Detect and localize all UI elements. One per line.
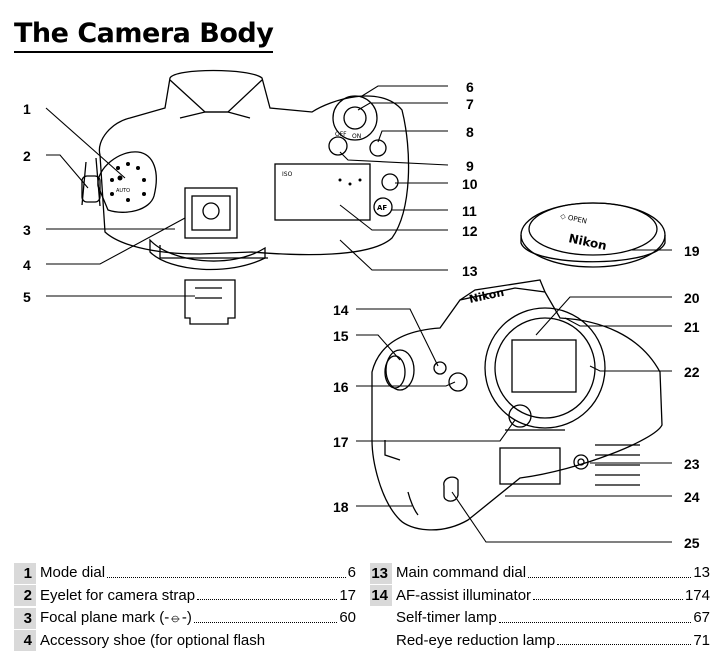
index-label: AF-assist illuminator [392, 585, 531, 608]
index-number: 13 [370, 563, 392, 584]
callout-2: 2 [23, 148, 31, 164]
callout-13: 13 [462, 263, 478, 279]
index-page[interactable]: 174 [685, 585, 710, 608]
callout-10: 10 [462, 176, 478, 192]
callout-15: 15 [333, 328, 349, 344]
battery-door [500, 448, 560, 484]
index-page[interactable]: 17 [339, 585, 356, 608]
mirror [512, 340, 576, 392]
callout-5: 5 [23, 289, 31, 305]
top-camera-outline [99, 71, 408, 255]
index-label: Main command dial [392, 562, 526, 585]
index-number: 14 [370, 585, 392, 606]
parts-index-left: 1 Mode dial 6 2 Eyelet for camera strap … [14, 562, 356, 652]
index-number: 3 [14, 608, 36, 629]
mode-dial-side [98, 152, 156, 212]
callout-18: 18 [333, 499, 349, 515]
callout-3: 3 [23, 222, 31, 238]
mode-dial-text: AUTO [116, 188, 130, 194]
switch-off-text: OFF [335, 131, 347, 138]
callout-14: 14 [333, 302, 349, 318]
callout-11: 11 [462, 203, 477, 219]
index-label: Mode dial [36, 562, 105, 585]
index-row: 1 Mode dial 6 [14, 562, 356, 585]
cap-open-mark: ◇ OPEN [560, 212, 588, 225]
parts-index-right: 13 Main command dial 13 14 AF-assist ill… [370, 562, 710, 652]
leader-dots [107, 577, 346, 578]
leader-dots [533, 599, 683, 600]
callout-4: 4 [23, 257, 31, 273]
leader-dots [528, 577, 691, 578]
af-button-text: AF [377, 204, 387, 212]
index-page[interactable]: 60 [339, 607, 356, 630]
index-row: Self-timer lamp 67 [370, 607, 710, 630]
leader-dots [194, 622, 337, 623]
callout-7: 7 [466, 96, 474, 112]
index-label: Self-timer lamp [392, 607, 497, 630]
index-label: Focal plane mark (-⦵-) [36, 607, 192, 630]
index-number: 4 [14, 630, 36, 651]
callout-16: 16 [333, 379, 349, 395]
callout-19: 19 [684, 243, 700, 259]
lcd-text: ISO [282, 171, 293, 178]
callout-17: 17 [333, 434, 349, 450]
index-row: 13 Main command dial 13 [370, 562, 710, 585]
callout-12: 12 [462, 223, 478, 239]
shoe-cover [185, 280, 235, 324]
callout-1: 1 [23, 101, 31, 117]
callout-22: 22 [684, 364, 700, 380]
index-row: 2 Eyelet for camera strap 17 [14, 585, 356, 608]
index-number [370, 630, 392, 651]
prism-hump [170, 80, 262, 112]
callout-21: 21 [684, 319, 700, 335]
index-page[interactable]: 13 [693, 562, 710, 585]
index-page[interactable]: 6 [348, 562, 356, 585]
index-label: Eyelet for camera strap [36, 585, 195, 608]
body-nikon-logo: Nikon [468, 286, 505, 306]
callout-6: 6 [466, 79, 474, 95]
index-page[interactable]: 67 [693, 607, 710, 630]
index-row: 3 Focal plane mark (-⦵-) 60 [14, 607, 356, 630]
index-number: 2 [14, 585, 36, 606]
callout-25: 25 [684, 535, 700, 551]
callout-9: 9 [466, 158, 474, 174]
index-number [370, 608, 392, 629]
af-assist-lamp [434, 362, 446, 374]
callout-20: 20 [684, 290, 700, 306]
callout-8: 8 [466, 124, 474, 140]
index-row: 14 AF-assist illuminator 174 [370, 585, 710, 608]
camera-body-diagram: Nikon Nikon ◇ OPEN OFF ON AF ISO AUTO [0, 0, 719, 560]
tripod-socket [574, 455, 588, 469]
switch-on-text: ON [352, 133, 361, 140]
index-number: 1 [14, 563, 36, 584]
leader-dots [499, 622, 691, 623]
cap-nikon-logo: Nikon [567, 231, 608, 253]
leader-dots [197, 599, 337, 600]
leader-dots [557, 644, 691, 645]
callout-23: 23 [684, 456, 700, 472]
callout-24: 24 [684, 489, 700, 505]
